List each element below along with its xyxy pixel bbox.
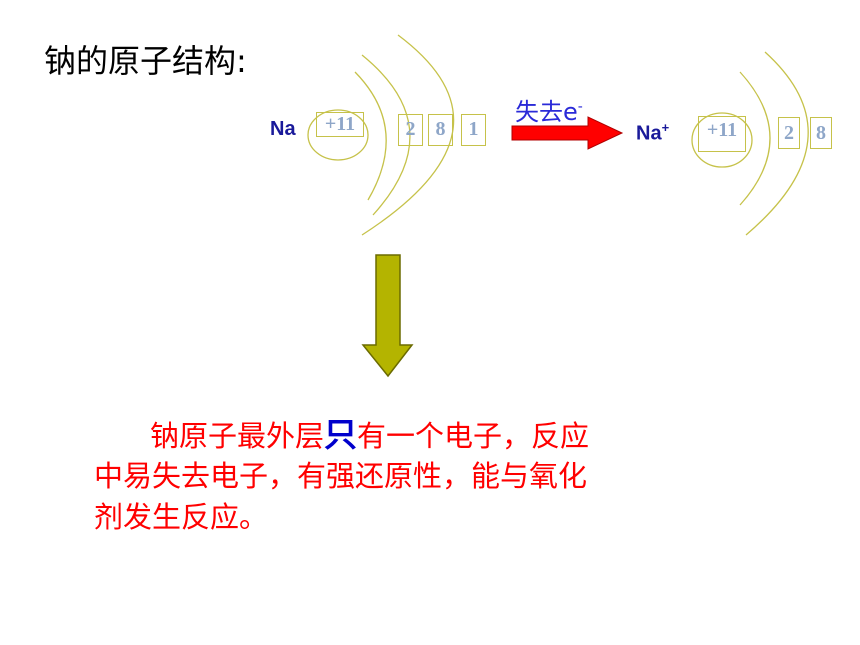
- na-ion-element: Na: [636, 122, 662, 145]
- na-ion-symbol: Na+: [636, 120, 669, 146]
- na-ion-nucleus-charge: +11: [698, 116, 746, 152]
- na-shell-count: 2: [398, 114, 423, 146]
- na-ion-charge: +: [661, 120, 670, 135]
- na-shell-arc-1: [354, 71, 387, 201]
- explanation-line-3: 剂发生反应。: [94, 500, 269, 534]
- na-shell-count: 8: [428, 114, 453, 146]
- page-title: 钠的原子结构:: [44, 42, 247, 80]
- na-shell-arc-2: [361, 54, 411, 216]
- lose-electron-arrow: [511, 116, 624, 150]
- na-shell-count: 1: [461, 114, 486, 146]
- na-ion-shell-count: 2: [778, 117, 800, 149]
- arrow-label: 失去e-: [515, 92, 583, 127]
- na-ion-shell-arc-1: [739, 71, 771, 206]
- explanation-line-1: 钠原子最外层只有一个电子，反应: [150, 415, 589, 456]
- na-ion-shell-count: 8: [810, 117, 832, 149]
- na-ion-nucleus-circle: [691, 112, 753, 168]
- explanation-text: 钠原子最外层: [150, 419, 325, 453]
- explanation-text: 有一个电子，反应: [357, 419, 590, 453]
- arrow-label-text: 失去e: [515, 98, 578, 126]
- highlight-word: 只: [324, 415, 358, 454]
- down-arrow: [361, 254, 414, 378]
- na-nucleus-charge: +11: [316, 112, 364, 137]
- na-symbol: Na: [270, 118, 296, 140]
- explanation-line-2: 中易失去电子，有强还原性，能与氧化: [94, 459, 588, 493]
- na-ion-shell-arc-2: [745, 51, 809, 236]
- na-nucleus-circle: [307, 109, 369, 161]
- electron-charge: -: [577, 99, 583, 115]
